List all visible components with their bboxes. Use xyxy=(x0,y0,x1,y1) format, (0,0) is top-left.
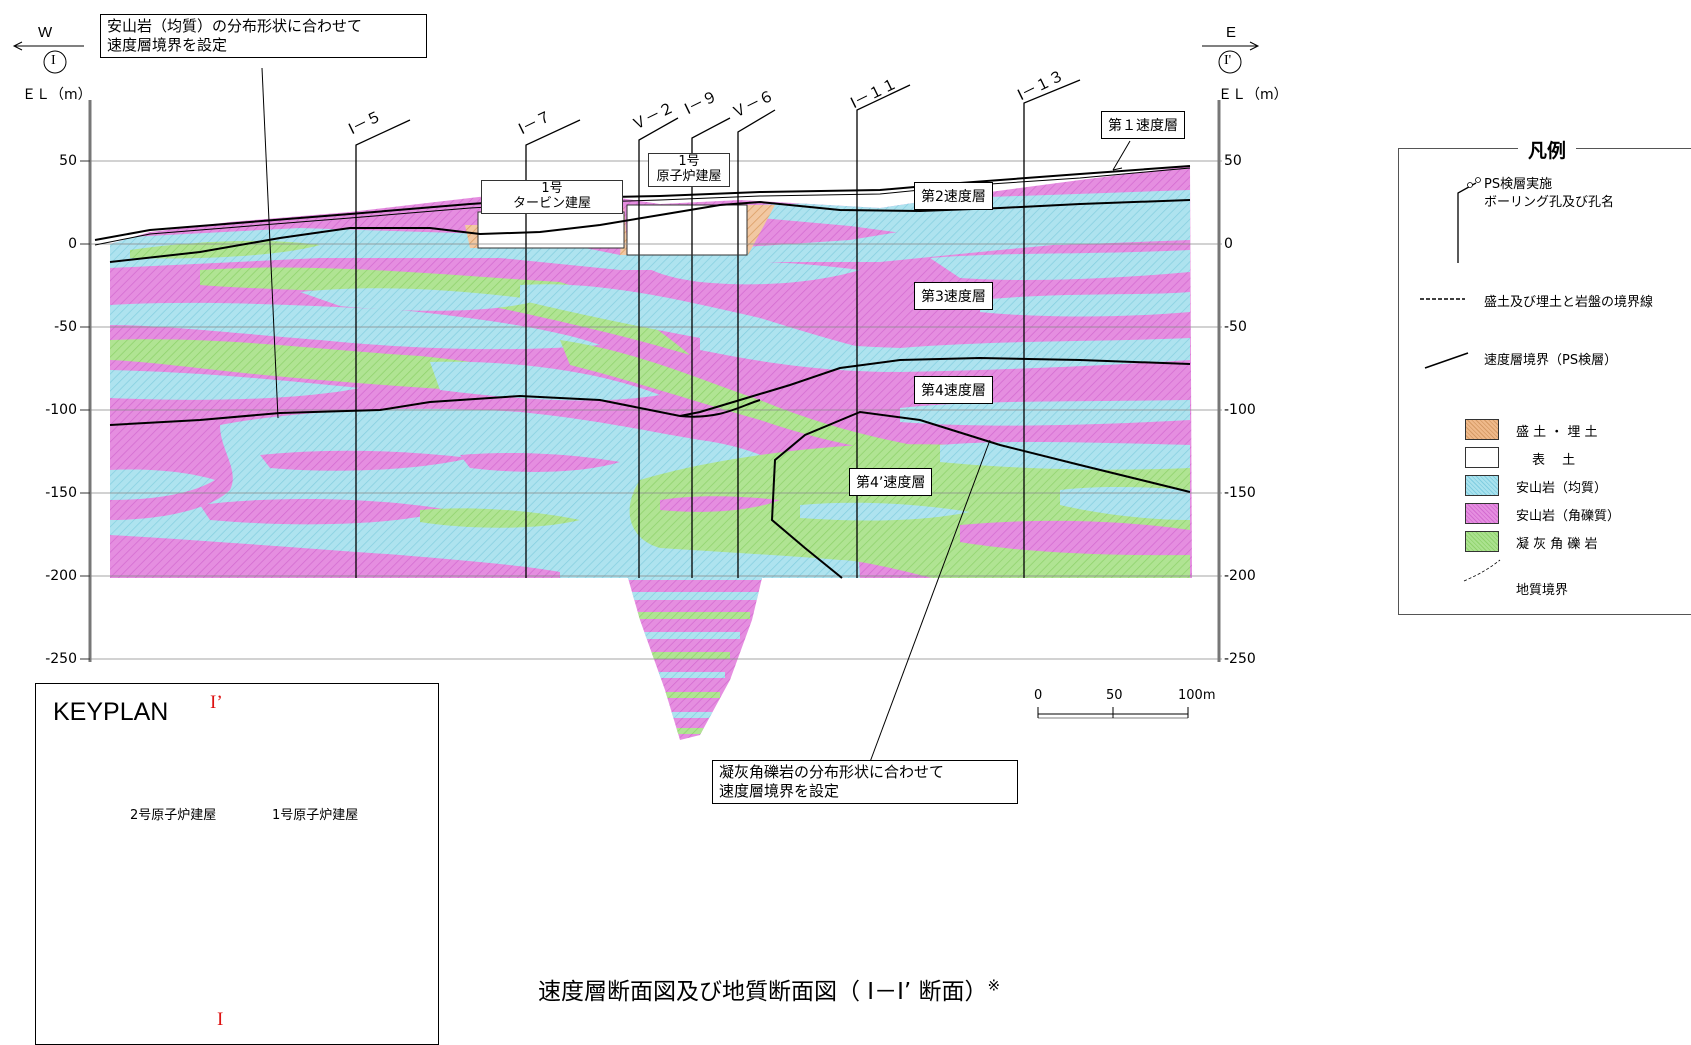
y-tick-left: -150 xyxy=(45,485,77,501)
legend-fill-label: 盛 土 ・ 埋 土 xyxy=(1516,425,1598,440)
legend-geo-boundary-label: 地質境界 xyxy=(1516,583,1569,598)
y-tick-left: -50 xyxy=(54,319,77,335)
legend-andesite-brec-label: 安山岩（角礫質） xyxy=(1516,509,1621,524)
y-tick-right: 50 xyxy=(1224,153,1242,169)
keyplan-section-mark-bottom: I xyxy=(217,1009,224,1030)
bottom-callout: 凝灰角礫岩の分布形状に合わせて 速度層境界を設定 xyxy=(712,760,1018,804)
velocity-layer-3-label: 第3速度層 xyxy=(914,282,993,310)
caption-note: ※ xyxy=(987,976,1001,995)
top-callout-leader xyxy=(261,67,279,419)
reactor-label-line2: 原子炉建屋 xyxy=(656,169,722,184)
figure-caption: 速度層断面図及び地質断面図（ Ⅰ－Ⅰ’ 断面）※ xyxy=(538,972,1000,1006)
east-section-mark: I' xyxy=(1224,53,1232,68)
keyplan-unit1-label: 1号原子炉建屋 xyxy=(272,808,359,823)
y-tick-left: -200 xyxy=(45,568,77,584)
y-tick-left: 50 xyxy=(59,153,77,169)
velocity-layer-4-label: 第4速度層 xyxy=(914,376,993,404)
legend-borehole-line2: ボーリング孔及び孔名 xyxy=(1484,195,1615,210)
west-direction-label: W xyxy=(38,24,53,41)
east-arrow xyxy=(1202,41,1260,74)
legend-swatch-topsoil xyxy=(1465,447,1499,468)
y-tick-right: -200 xyxy=(1224,568,1256,584)
y-tick-right: -250 xyxy=(1224,651,1256,667)
keyplan-section-mark-top: I’ xyxy=(210,692,223,713)
top-callout-line2: 速度層境界を設定 xyxy=(107,36,228,54)
legend-title: 凡例 xyxy=(1518,136,1577,163)
legend-fill-boundary: 盛土及び埋土と岩盤の境界線 xyxy=(1484,295,1654,310)
legend-borehole-line1: PS検層実施 xyxy=(1484,177,1553,192)
left-elevation-unit: ＥＬ（m） xyxy=(22,87,92,103)
scale-label-100: 100m xyxy=(1178,688,1216,703)
west-arrow xyxy=(12,41,84,74)
velocity-layer-4prime-label: 第4’速度層 xyxy=(849,468,933,496)
bottom-callout-line2: 速度層境界を設定 xyxy=(719,782,840,800)
west-section-mark: I xyxy=(51,53,56,68)
keyplan-panel: KEYPLAN 2号原子炉建屋 1号原子炉建屋 I’ I xyxy=(35,683,439,1045)
top-callout-line1: 安山岩（均質）の分布形状に合わせて xyxy=(107,17,363,35)
legend-symbols xyxy=(1420,177,1501,582)
legend-tuff-label: 凝 灰 角 礫 岩 xyxy=(1516,537,1598,552)
reactor-label-line1: 1号 xyxy=(678,154,700,169)
east-direction-label: E xyxy=(1226,24,1237,41)
borehole-lines xyxy=(355,79,1081,578)
bottom-callout-line1: 凝灰角礫岩の分布形状に合わせて xyxy=(719,763,945,781)
reactor-building-label: 1号 原子炉建屋 xyxy=(648,153,730,187)
legend-swatch-tuff xyxy=(1465,531,1499,552)
y-tick-left: 0 xyxy=(68,236,77,252)
legend-velocity-boundary: 速度層境界（PS検層） xyxy=(1484,353,1618,368)
y-tick-right: -150 xyxy=(1224,485,1256,501)
y-tick-right: 0 xyxy=(1224,236,1233,252)
legend-swatch-andesite-brec xyxy=(1465,503,1499,524)
y-tick-right: -100 xyxy=(1224,402,1256,418)
scale-label-50: 50 xyxy=(1106,688,1123,703)
top-callout: 安山岩（均質）の分布形状に合わせて 速度層境界を設定 xyxy=(100,14,427,58)
bottom-callout-leader xyxy=(869,439,991,763)
y-tick-left: -100 xyxy=(45,402,77,418)
turbine-label-line2: タービン建屋 xyxy=(512,196,591,211)
turbine-building-label: 1号 タービン建屋 xyxy=(481,180,623,214)
legend-swatch-fill xyxy=(1465,419,1499,440)
caption-text: 速度層断面図及び地質断面図（ Ⅰ－Ⅰ’ 断面） xyxy=(538,979,988,1005)
keyplan-title: KEYPLAN xyxy=(53,698,169,726)
y-tick-right: -50 xyxy=(1224,319,1247,335)
right-elevation-unit: ＥＬ（m） xyxy=(1218,87,1288,103)
legend-topsoil-label: 表 土 xyxy=(1532,453,1576,468)
keyplan-unit2-label: 2号原子炉建屋 xyxy=(130,808,217,823)
turbine-label-line1: 1号 xyxy=(541,181,563,196)
velocity-layer-2-label: 第2速度層 xyxy=(914,182,993,210)
legend-swatch-andesite-homog xyxy=(1465,475,1499,496)
y-tick-left: -250 xyxy=(45,651,77,667)
scale-label-0: 0 xyxy=(1034,688,1043,703)
velocity-layer-1-label: 第１速度層 xyxy=(1101,111,1185,139)
legend-andesite-homog-label: 安山岩（均質） xyxy=(1516,481,1608,496)
scale-bar xyxy=(1037,707,1189,719)
